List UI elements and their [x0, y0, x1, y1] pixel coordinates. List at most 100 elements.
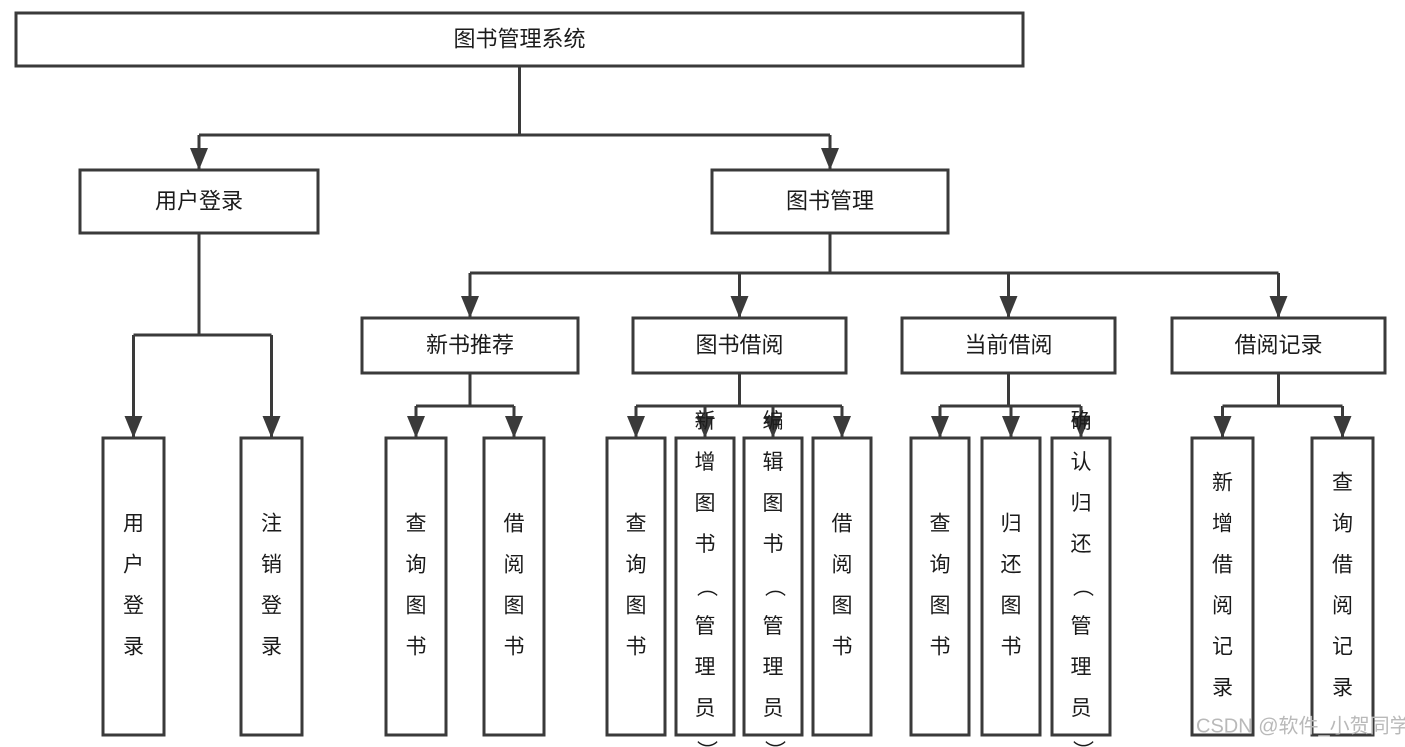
node-label-char: 理	[763, 656, 784, 679]
node-level2-3[interactable]: 借阅记录	[1170, 316, 1387, 375]
node-label-char: 理	[1071, 656, 1092, 679]
node-label-char: 查	[406, 513, 427, 536]
node-label-char: （	[694, 576, 717, 597]
connectors-layer	[124, 66, 1352, 438]
arrow-head-icon	[764, 416, 782, 438]
node-label: 借阅记录	[1234, 332, 1322, 357]
node-box[interactable]	[631, 316, 848, 375]
arrow-head-icon	[833, 416, 851, 438]
node-label-char: 图	[626, 595, 647, 618]
node-label-char: ）	[694, 740, 717, 747]
node-label-char: 询	[406, 554, 427, 577]
node-box[interactable]	[78, 168, 320, 235]
node-label-char: 管	[695, 615, 716, 638]
node-box[interactable]	[101, 436, 166, 737]
arrow-head-icon	[124, 416, 143, 438]
node-label-char: 管	[763, 615, 784, 638]
node-label-char: 借	[1332, 554, 1353, 577]
node-box[interactable]	[909, 436, 971, 737]
node-label-char: 新	[1212, 472, 1233, 495]
node-label-char: 新	[695, 410, 716, 433]
arrow-head-icon	[190, 148, 208, 170]
node-label-char: 登	[123, 595, 144, 618]
node-label-char: 阅	[832, 554, 853, 577]
node-leaf-0[interactable]: 用户登录	[101, 436, 166, 737]
node-label-char: 书	[695, 533, 716, 556]
arrow-head-icon	[1002, 416, 1020, 438]
node-level2-2[interactable]: 当前借阅	[900, 316, 1117, 375]
node-level1-0[interactable]: 用户登录	[78, 168, 320, 235]
node-label-char: 注	[261, 513, 282, 536]
node-label-char: 辑	[763, 451, 784, 474]
node-box[interactable]	[239, 436, 304, 737]
node-box[interactable]	[1170, 316, 1387, 375]
arrow-head-icon	[1072, 416, 1090, 438]
arrow-head-icon	[262, 416, 281, 438]
node-label-char: 书	[763, 533, 784, 556]
arrow-head-icon	[730, 296, 749, 318]
node-label-char: 借	[504, 513, 525, 536]
node-box[interactable]	[980, 436, 1042, 737]
node-level1-1[interactable]: 图书管理	[710, 168, 950, 235]
node-label-char: 书	[1001, 636, 1022, 659]
node-label-char: （	[762, 576, 785, 597]
arrow-head-icon	[407, 416, 425, 438]
node-label-char: 阅	[1212, 595, 1233, 618]
node-box[interactable]	[811, 436, 873, 737]
node-box[interactable]	[360, 316, 580, 375]
node-label-char: 归	[1001, 513, 1022, 536]
arrow-head-icon	[461, 296, 479, 318]
node-label-char: 员	[763, 697, 784, 720]
node-box[interactable]	[1310, 436, 1375, 737]
node-box[interactable]	[1190, 436, 1255, 737]
node-label: 当前借阅	[964, 332, 1052, 357]
node-label-char: 书	[626, 636, 647, 659]
node-box[interactable]	[1050, 436, 1112, 737]
node-label-char: 还	[1071, 533, 1092, 556]
node-root[interactable]: 图书管理系统	[14, 11, 1025, 68]
arrow-head-icon	[505, 416, 523, 438]
node-label-char: 图	[763, 492, 784, 515]
node-box[interactable]	[384, 436, 448, 737]
arrow-head-icon	[1213, 416, 1232, 438]
node-box[interactable]	[674, 436, 736, 737]
nodes-layer: 图书管理系统用户登录图书管理新书推荐图书借阅当前借阅借阅记录用户登录注销登录查询…	[14, 11, 1387, 747]
node-label-char: 编	[763, 410, 784, 433]
node-label-char: 询	[626, 554, 647, 577]
node-label-char: 查	[626, 513, 647, 536]
node-label-char: 图	[504, 595, 525, 618]
node-box[interactable]	[482, 436, 546, 737]
node-label-char: 用	[123, 513, 144, 536]
node-label-char: 书	[406, 636, 427, 659]
node-box[interactable]	[14, 11, 1025, 68]
node-label-char: 增	[1212, 513, 1233, 536]
node-label-char: 图	[695, 492, 716, 515]
node-label-char: 确	[1071, 410, 1092, 433]
node-level2-0[interactable]: 新书推荐	[360, 316, 580, 375]
arrow-head-icon	[1269, 296, 1288, 318]
node-level2-1[interactable]: 图书借阅	[631, 316, 848, 375]
node-label-char: 记	[1212, 636, 1233, 659]
arrow-head-icon	[1333, 416, 1352, 438]
node-box[interactable]	[900, 316, 1117, 375]
node-box[interactable]	[605, 436, 667, 737]
node-label-char: 查	[1332, 472, 1353, 495]
node-box[interactable]	[710, 168, 950, 235]
node-label-char: （	[1070, 576, 1093, 597]
node-label: 新书推荐	[426, 332, 514, 357]
node-label-char: 图	[406, 595, 427, 618]
node-label-char: 归	[1071, 492, 1092, 515]
node-box[interactable]	[742, 436, 804, 737]
